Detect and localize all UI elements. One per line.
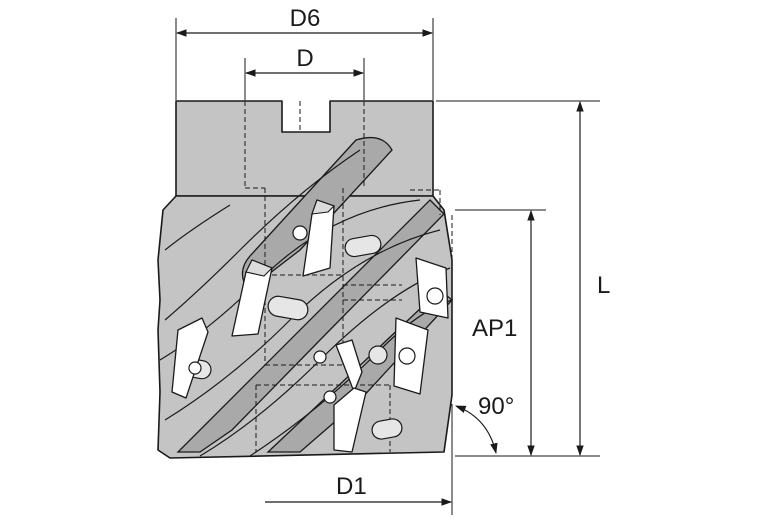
dimension-ap1: AP1 <box>455 209 546 457</box>
screw-icon <box>323 390 337 404</box>
insert-screws <box>188 225 444 404</box>
screw-icon <box>426 287 444 305</box>
label-l: L <box>597 272 610 299</box>
screw-icon <box>292 225 308 241</box>
label-d1: D1 <box>336 473 367 500</box>
screw-icon <box>188 361 202 375</box>
dimension-l: L <box>436 100 610 457</box>
label-ap1: AP1 <box>472 315 517 342</box>
screw-icon <box>313 350 327 364</box>
label-d: D <box>296 45 313 72</box>
screw-icon <box>398 347 416 365</box>
dimension-d1: D1 <box>265 456 453 515</box>
label-d6: D6 <box>290 5 321 32</box>
dimension-d: D <box>244 45 365 100</box>
dimension-angle: 90° <box>451 393 514 456</box>
cutter-body <box>157 100 453 459</box>
label-angle: 90° <box>478 393 514 420</box>
dimension-d6: D6 <box>175 5 434 100</box>
